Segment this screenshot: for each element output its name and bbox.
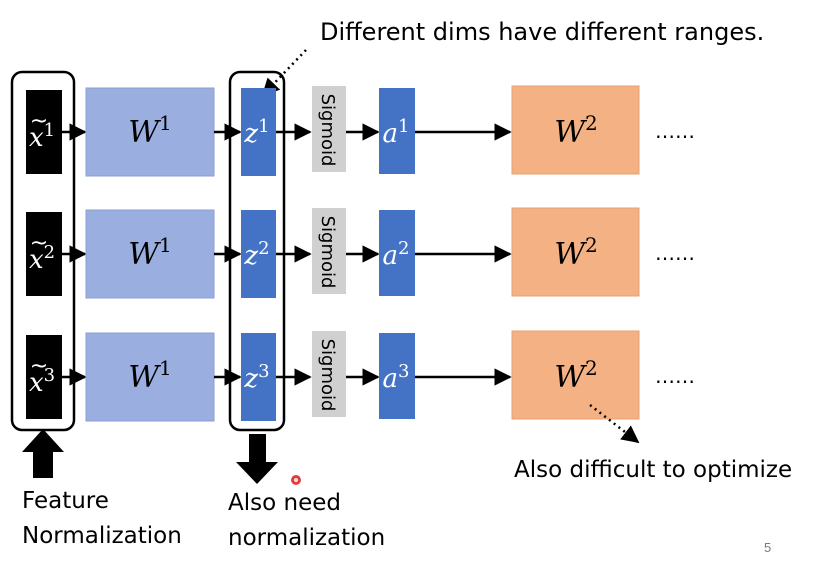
row-1-z-box bbox=[241, 88, 276, 176]
row-2-sigmoid-label: Sigmoid bbox=[317, 216, 338, 289]
top-annotation: Different dims have different ranges. bbox=[320, 18, 764, 46]
row-1-w1-label: W1 bbox=[128, 111, 172, 150]
row-2-continuation-dots: …… bbox=[655, 241, 695, 265]
row-3-a-label: a3 bbox=[383, 361, 410, 395]
row-1-a-box bbox=[379, 88, 415, 174]
row-2-a-box bbox=[379, 210, 415, 296]
row-2-w1-label: W1 bbox=[128, 233, 172, 272]
row-2-a-label-base: a bbox=[383, 241, 399, 271]
row-2-w1-label-base: W bbox=[128, 237, 161, 272]
row-2-z-label-superscript: 2 bbox=[258, 238, 269, 259]
feature-normalization-arrow bbox=[22, 429, 64, 478]
row-1-w2-label: W2 bbox=[554, 111, 598, 150]
row-3-sigmoid-label: Sigmoid bbox=[317, 339, 338, 412]
row-3-a-label-superscript: 3 bbox=[398, 361, 409, 382]
row-1-w2-box bbox=[511, 85, 640, 175]
row-3-w2-label-base: W bbox=[554, 360, 587, 395]
row-3-a-label-base: a bbox=[383, 364, 399, 394]
row-2-x-label-superscript: 2 bbox=[44, 242, 55, 263]
row-2-sigmoid-box bbox=[312, 208, 346, 294]
row-2-w1-label-superscript: 1 bbox=[159, 233, 172, 257]
row-3-w2-label-superscript: 2 bbox=[585, 356, 598, 380]
row-1-x-tilde: ~ bbox=[30, 109, 48, 134]
row-1-a-label: a1 bbox=[383, 116, 410, 150]
row-3-a-box bbox=[379, 333, 415, 419]
row-2-x-tilde: ~ bbox=[30, 231, 48, 256]
bottom-annotation: Also difficult to optimize bbox=[514, 457, 792, 483]
row-2-w2-box bbox=[511, 207, 640, 297]
row-1-z-label: z1 bbox=[243, 116, 269, 150]
row-1-w1-label-base: W bbox=[128, 115, 161, 150]
row-3-w2-box bbox=[511, 330, 640, 420]
also-need-label-line2: normalization bbox=[228, 525, 385, 551]
row-1-a-label-superscript: 1 bbox=[398, 116, 409, 137]
pointer-dot-center bbox=[294, 478, 298, 482]
row-2-w2-label: W2 bbox=[554, 233, 598, 272]
row-3-w2-label: W2 bbox=[554, 356, 598, 395]
row-2-x-label-base: x bbox=[29, 245, 44, 275]
row-1-z-label-superscript: 1 bbox=[258, 116, 269, 137]
row-2-z-label-base: z bbox=[243, 241, 258, 271]
feature-label-line1: Feature bbox=[22, 488, 109, 514]
row-3-sigmoid-box bbox=[312, 331, 346, 417]
row-2-w1-box bbox=[85, 209, 215, 299]
row-1-x-label-superscript: 1 bbox=[44, 120, 55, 141]
row-3-z-label-superscript: 3 bbox=[258, 361, 269, 382]
row-3-x-label-base: x bbox=[29, 368, 44, 398]
row-1-w1-box bbox=[85, 87, 215, 177]
row-2-w2-label-base: W bbox=[554, 237, 587, 272]
slide-number: 5 bbox=[764, 540, 772, 555]
row-2-a-label-superscript: 2 bbox=[398, 238, 409, 259]
row-1-x-label-base: x bbox=[29, 123, 44, 153]
z-normalization-arrow bbox=[236, 434, 278, 484]
row-1-sigmoid-label: Sigmoid bbox=[317, 94, 338, 167]
row-1-continuation-dots: …… bbox=[655, 119, 695, 143]
row-3-x-box bbox=[26, 335, 62, 419]
row-3-w1-label-base: W bbox=[128, 360, 161, 395]
row-1-w2-label-superscript: 2 bbox=[585, 111, 598, 135]
row-3-x-label-superscript: 3 bbox=[44, 365, 55, 386]
row-3-w1-label-superscript: 1 bbox=[159, 356, 172, 380]
row-2-w2-label-superscript: 2 bbox=[585, 233, 598, 257]
row-3-continuation-dots: …… bbox=[655, 364, 695, 388]
feature-label-line2: Normalization bbox=[22, 523, 182, 549]
row-1-x-label: x1 bbox=[29, 120, 55, 154]
bottom-annotation-arrow bbox=[589, 404, 640, 444]
row-2-x-label: x2 bbox=[29, 242, 55, 276]
row-2-x-box bbox=[26, 212, 62, 296]
row-1-z-label-base: z bbox=[243, 119, 258, 149]
row-3-z-box bbox=[241, 333, 276, 421]
row-2-a-label: a2 bbox=[383, 238, 410, 272]
row-1-w1-label-superscript: 1 bbox=[159, 111, 172, 135]
row-3-z-label-base: z bbox=[243, 364, 258, 394]
top-annotation-arrow bbox=[261, 49, 307, 97]
row-2-z-box bbox=[241, 210, 276, 298]
row-3-x-tilde: ~ bbox=[30, 354, 48, 379]
row-1-x-box bbox=[26, 90, 62, 174]
z-normalization-group bbox=[228, 70, 286, 432]
row-3-w1-box bbox=[85, 332, 215, 422]
row-3-z-label: z3 bbox=[243, 361, 269, 395]
row-3-x-label: x3 bbox=[29, 365, 55, 399]
row-1-a-label-base: a bbox=[383, 119, 399, 149]
row-2-z-label: z2 bbox=[243, 238, 269, 272]
row-1-w2-label-base: W bbox=[554, 115, 587, 150]
row-3-w1-label: W1 bbox=[128, 356, 172, 395]
also-need-label-line1: Also need bbox=[228, 490, 341, 516]
row-1-sigmoid-box bbox=[312, 86, 346, 172]
